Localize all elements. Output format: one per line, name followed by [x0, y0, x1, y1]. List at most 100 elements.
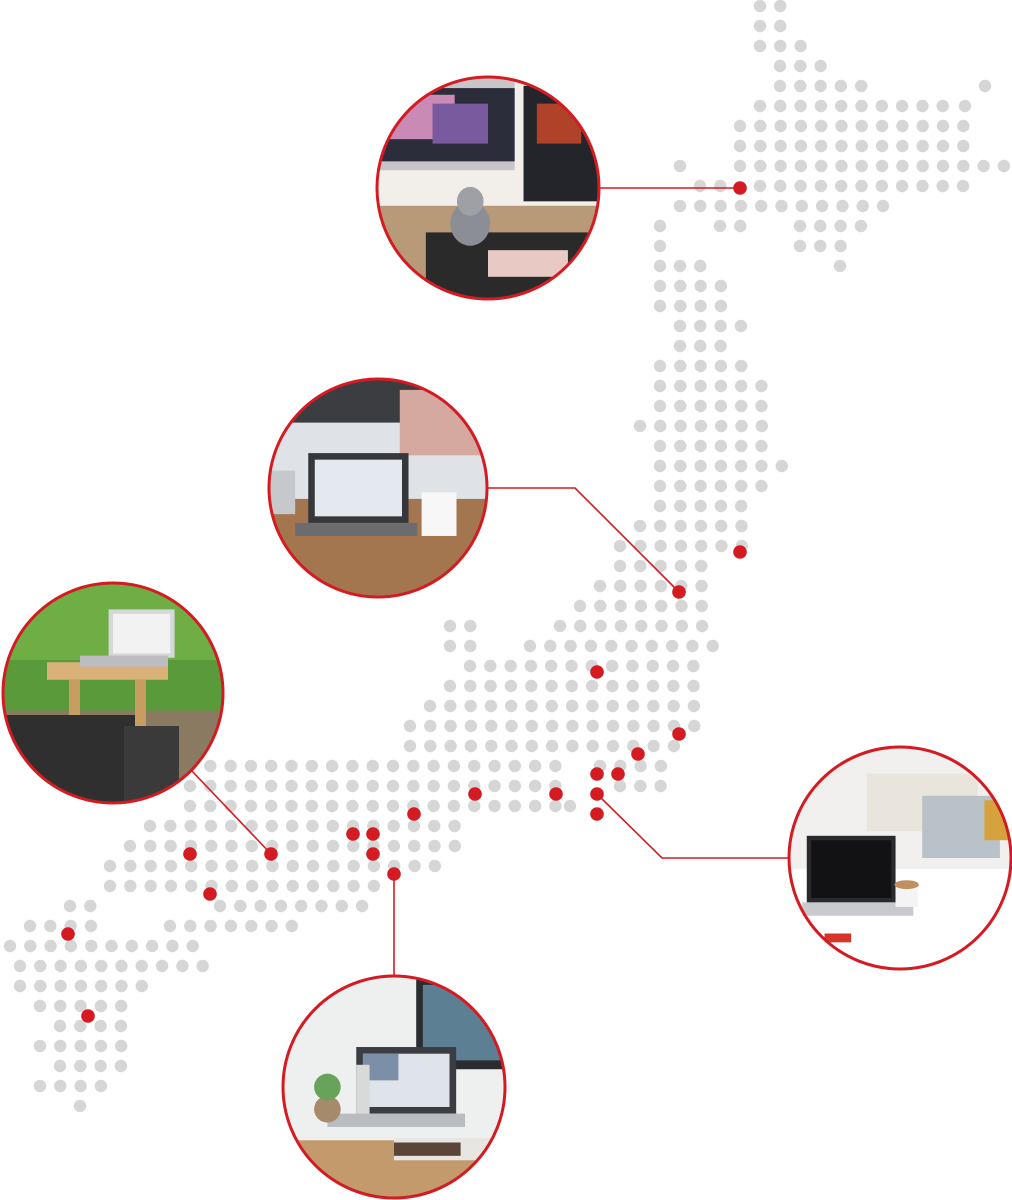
- highlight-dot: [672, 727, 686, 741]
- map-dot: [733, 139, 747, 153]
- map-dot: [653, 459, 667, 473]
- map-dot: [688, 719, 701, 733]
- map-dot: [673, 199, 687, 213]
- map-dot: [184, 919, 197, 933]
- map-dot: [833, 259, 847, 273]
- map-dot: [73, 1099, 87, 1113]
- map-dot: [524, 659, 538, 673]
- map-dot: [958, 99, 972, 113]
- map-dot: [614, 579, 627, 593]
- map-dot: [183, 779, 197, 793]
- map-dot: [606, 679, 619, 693]
- map-dot: [835, 139, 848, 153]
- map-dot: [103, 859, 117, 873]
- map-dot: [715, 519, 728, 533]
- map-dot: [875, 179, 888, 193]
- map-dot: [653, 299, 667, 313]
- map-dot: [508, 779, 521, 793]
- map-dots: [3, 0, 1011, 1113]
- map-dot: [673, 339, 687, 353]
- map-dot: [525, 739, 538, 753]
- map-dot: [694, 419, 708, 433]
- map-dot: [646, 679, 660, 693]
- map-dot: [114, 1019, 128, 1033]
- map-dot: [695, 619, 709, 633]
- map-dot: [836, 199, 849, 213]
- map-dot: [468, 799, 481, 813]
- map-dot: [695, 599, 708, 613]
- map-dot: [224, 919, 238, 933]
- map-dot: [614, 599, 627, 613]
- map-dot: [488, 759, 501, 773]
- map-dot: [565, 699, 579, 713]
- map-dot: [285, 759, 298, 773]
- map-dot: [327, 859, 340, 873]
- map-dot: [654, 579, 668, 593]
- map-dot: [674, 519, 687, 533]
- map-dot: [325, 759, 339, 773]
- map-dot: [653, 499, 667, 513]
- map-dot: [566, 719, 579, 733]
- map-dot: [443, 679, 457, 693]
- map-dot: [528, 799, 542, 813]
- map-dot: [714, 319, 727, 333]
- map-dot: [424, 719, 437, 733]
- map-dot: [755, 459, 768, 473]
- map-dot: [484, 659, 497, 673]
- map-dot: [285, 799, 298, 813]
- map-dot: [213, 899, 227, 913]
- map-dot: [285, 819, 299, 833]
- map-dot: [653, 279, 667, 293]
- map-dot: [164, 859, 178, 873]
- map-dot: [386, 779, 400, 793]
- map-dot: [714, 399, 728, 413]
- map-dot: [714, 339, 727, 353]
- highlight-dot: [590, 665, 604, 679]
- map-dot: [814, 59, 827, 73]
- map-dot: [423, 699, 437, 713]
- map-dot: [164, 839, 177, 853]
- map-dot: [625, 639, 638, 653]
- map-dot: [428, 859, 441, 873]
- map-dot: [834, 239, 847, 253]
- map-dot: [814, 179, 828, 193]
- map-dot: [325, 779, 339, 793]
- map-dot: [286, 859, 299, 873]
- map-dot: [605, 659, 619, 673]
- map-dot: [754, 139, 767, 153]
- map-dot: [774, 119, 787, 133]
- map-dot: [694, 379, 707, 393]
- map-dot: [815, 139, 828, 153]
- map-dot: [427, 779, 440, 793]
- map-dot: [586, 739, 599, 753]
- map-dot: [225, 819, 238, 833]
- map-dot: [553, 619, 567, 633]
- map-dot: [387, 819, 400, 833]
- map-dot: [525, 719, 538, 733]
- map-dot: [916, 99, 929, 113]
- map-dot: [774, 39, 787, 53]
- map-dot: [266, 859, 279, 873]
- map-dot: [794, 139, 808, 153]
- map-dot: [115, 959, 128, 973]
- map-dot: [754, 119, 767, 133]
- map-dot: [346, 759, 359, 773]
- map-dot: [606, 699, 619, 713]
- map-dot: [508, 759, 521, 773]
- map-dot: [713, 219, 727, 233]
- map-dot: [565, 679, 578, 693]
- map-dot: [674, 299, 687, 313]
- map-dot: [653, 259, 667, 273]
- map-dot: [444, 699, 457, 713]
- map-dot: [686, 639, 699, 653]
- map-dot: [606, 739, 620, 753]
- map-dot: [674, 439, 687, 453]
- map-dot: [634, 599, 648, 613]
- map-dot: [634, 779, 647, 793]
- map-dot: [265, 779, 278, 793]
- map-dot: [545, 739, 559, 753]
- map-dot: [123, 839, 137, 853]
- map-dot: [674, 459, 687, 473]
- map-dot: [186, 939, 199, 953]
